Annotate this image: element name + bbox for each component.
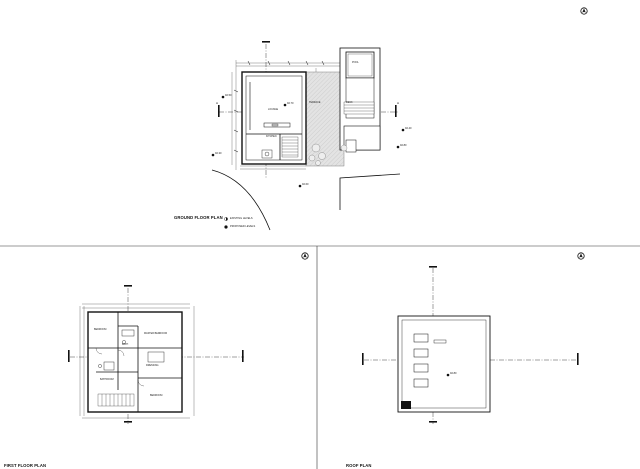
level-marker-icon [211,95,405,188]
legend [224,217,228,229]
solar-panels [413,333,429,388]
north-arrow-icon [580,7,588,15]
svg-text:KITCHEN: KITCHEN [266,135,277,138]
deck-stairs [343,101,375,115]
house-inner-wall [245,75,303,161]
svg-text:DRESSING: DRESSING [146,364,159,367]
svg-text:DECK: DECK [346,101,353,104]
bathtub [121,329,135,337]
roof-plan: 92.80 [362,266,580,424]
roof-outline [397,315,491,413]
room-labels: LOUNGE KITCHEN TERRACE DECK POOL [266,61,359,138]
sheet-dividers [0,245,640,469]
room-labels: BEDROOM MASTER BEDROOM BATH BEDROOM BATH… [94,328,167,397]
toilet-icon [122,340,126,344]
svg-text:TERRACE: TERRACE [309,101,321,104]
ground-floor-plan-title: GROUND FLOOR PLAN [174,215,223,220]
dimension-lines [79,303,195,419]
svg-text:BATHROOM: BATHROOM [100,378,114,381]
interior-walls [88,312,182,412]
level-tags: 92.50 92.70 92.30 92.60 92.40 92.80 [215,93,412,186]
first-floor-plan: BEDROOM MASTER BEDROOM BATH BEDROOM BATH… [68,285,244,424]
svg-text:92.40: 92.40 [405,126,412,130]
tree-icon [308,143,326,166]
svg-text:MASTER BEDROOM: MASTER BEDROOM [144,332,167,335]
dimension-ticks [233,60,325,153]
proposed-level-icon [224,225,228,229]
svg-text:92.70: 92.70 [287,101,294,105]
pool [345,51,375,79]
north-arrow-icon [301,252,309,260]
first-floor-plan-title: FIRST FLOOR PLAN [4,463,47,468]
north-arrow-icon [577,252,585,260]
stair [97,393,135,407]
svg-text:BEDROOM: BEDROOM [94,328,106,331]
svg-text:BEDROOM: BEDROOM [150,394,162,397]
ground-floor-plan: A A [211,41,412,231]
roof-plan-title: ROOF PLAN [346,463,372,468]
svg-text:92.80: 92.80 [400,143,407,147]
section-label: A [397,101,399,105]
roof-hatch [401,401,411,409]
svg-text:92.50: 92.50 [225,93,232,97]
legend-existing-levels: EXISTING LEVELS [230,217,253,220]
driveway-curve [211,169,271,231]
svg-text:LOUNGE: LOUNGE [268,108,279,111]
svg-text:92.60: 92.60 [302,182,309,186]
legend-proposed-levels: PROPOSED LEVELS [230,225,256,228]
stair [281,136,299,158]
door-swings [95,347,145,387]
level-tag: 92.80 [450,371,457,375]
svg-text:POOL: POOL [352,61,359,64]
road-edge [339,173,401,210]
level-marker-icon [446,373,450,377]
svg-text:92.30: 92.30 [215,151,222,155]
roof-parapet [401,319,487,409]
svg-text:BATH: BATH [122,343,128,346]
tree-icon [340,144,348,152]
section-label: A [216,101,218,105]
